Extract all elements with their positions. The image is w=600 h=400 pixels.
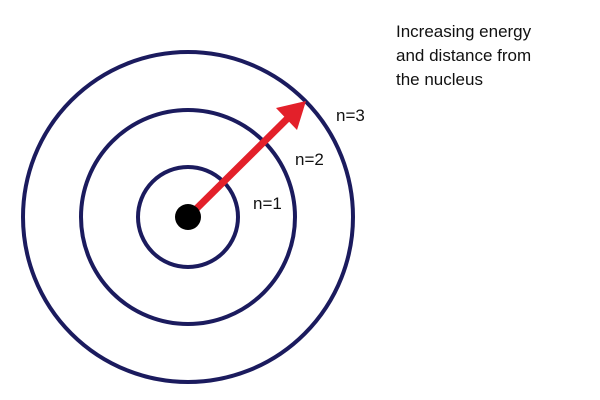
orbit-n3-circle <box>21 50 355 384</box>
energy-arrow-shaft <box>185 114 292 220</box>
nucleus <box>175 204 201 230</box>
orbit-label-n1: n=1 <box>253 194 282 213</box>
energy-arrowhead <box>276 101 306 130</box>
caption-line-1: Increasing energy <box>396 22 532 41</box>
orbit-label-n2: n=2 <box>295 150 324 169</box>
orbit-n1-circle <box>136 165 240 269</box>
orbit-n2-circle <box>79 108 297 326</box>
caption-line-2: and distance from <box>396 46 532 65</box>
energy-caption: Increasing energy and distance from the … <box>396 20 596 92</box>
orbit-label-n3: n=3 <box>336 106 365 125</box>
caption-line-3: the nucleus <box>396 70 483 89</box>
